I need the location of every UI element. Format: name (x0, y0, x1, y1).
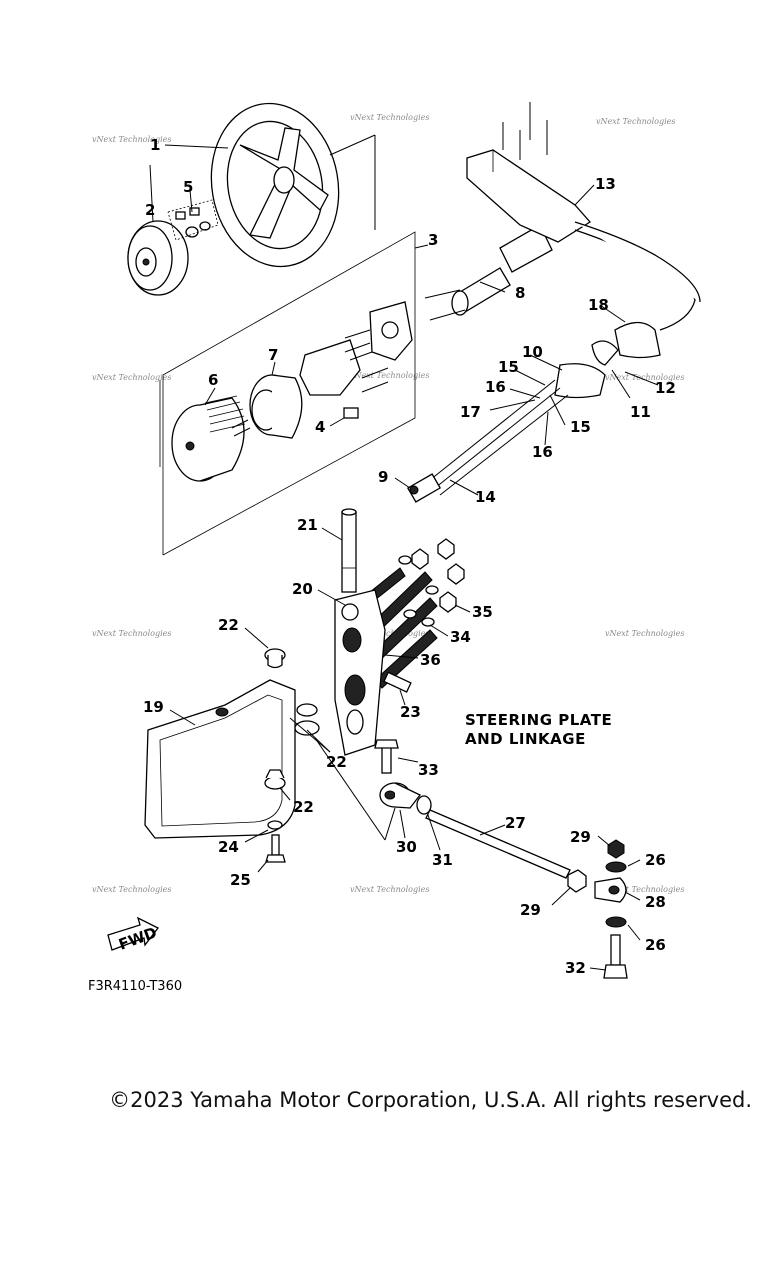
fwd-label: FWD (116, 923, 159, 953)
callout-6: 6 (208, 371, 218, 389)
nuts-washers (398, 538, 465, 627)
title-line-1: STEERING PLATE (465, 711, 612, 729)
callout-15a: 15 (498, 358, 519, 376)
steering-shaft (424, 224, 553, 321)
callout-5: 5 (183, 178, 193, 196)
diagram-title: STEERING PLATE AND LINKAGE (465, 711, 612, 748)
watermark-11: vNext Technologies (350, 885, 429, 894)
callout-30: 30 (396, 838, 417, 856)
helm-bolts (231, 329, 389, 437)
callout-10: 10 (522, 343, 543, 361)
steering-bracket (334, 589, 386, 756)
callout-7: 7 (268, 346, 278, 364)
callout-17: 17 (460, 403, 481, 421)
callout-31: 31 (432, 851, 453, 869)
fwd-arrow: FWD (107, 916, 159, 954)
callout-23: 23 (400, 703, 421, 721)
callout-33: 33 (418, 761, 439, 779)
helm-ring (249, 374, 303, 439)
bolt-23 (383, 671, 412, 693)
callout-26b: 26 (645, 936, 666, 954)
small-bracket (343, 407, 359, 419)
steering-wheel (210, 102, 340, 268)
callout-26a: 26 (645, 851, 666, 869)
callout-28: 28 (645, 893, 666, 911)
tie-rod (425, 809, 571, 879)
helm-housing (299, 301, 413, 396)
watermark-9: vNext Technologies (605, 629, 684, 638)
watermark-3: vNext Technologies (596, 117, 675, 126)
watermark-7: vNext Technologies (92, 629, 171, 638)
callout-1: 1 (150, 136, 160, 154)
cable-boot (591, 321, 661, 366)
remote-control-box (466, 102, 701, 331)
callout-15b: 15 (570, 418, 591, 436)
callout-8: 8 (515, 284, 525, 302)
callout-19: 19 (143, 698, 164, 716)
leader-lines (149, 144, 659, 971)
steering-plate (144, 679, 296, 839)
watermarks: vNext Technologies vNext Technologies vN… (92, 113, 684, 894)
callout-29b: 29 (520, 901, 541, 919)
callout-21: 21 (297, 516, 318, 534)
watermark-10: vNext Technologies (92, 885, 171, 894)
callout-13: 13 (595, 175, 616, 193)
right-rod-end (567, 839, 628, 979)
watermark-4: vNext Technologies (92, 373, 171, 382)
callout-16b: 16 (532, 443, 553, 461)
callout-12: 12 (655, 379, 676, 397)
callout-2: 2 (145, 201, 155, 219)
callout-11: 11 (630, 403, 651, 421)
callout-24: 24 (218, 838, 239, 856)
steering-helm-drum (171, 395, 246, 482)
callout-36: 36 (420, 651, 441, 669)
watermark-1: vNext Technologies (92, 135, 171, 144)
callout-32: 32 (565, 959, 586, 977)
callout-22a: 22 (218, 616, 239, 634)
callout-35: 35 (472, 603, 493, 621)
callout-22b: 22 (326, 753, 347, 771)
callout-20: 20 (292, 580, 313, 598)
callout-9: 9 (378, 468, 388, 486)
watermark-5: vNext Technologies (350, 371, 429, 380)
washer-bolt-24-25 (265, 820, 286, 863)
callout-34: 34 (450, 628, 471, 646)
hub-cap (127, 220, 189, 296)
watermark-6: vNext Technologies (605, 373, 684, 382)
callout-27: 27 (505, 814, 526, 832)
bushings (264, 648, 320, 790)
diagram-code: F3R4110-T360 (88, 979, 182, 994)
exploded-assembly-frame (159, 134, 416, 556)
pivot-pin (341, 508, 357, 593)
watermark-2: vNext Technologies (350, 113, 429, 122)
callout-29a: 29 (570, 828, 591, 846)
callouts: 1 2 3 4 5 6 7 8 9 10 11 12 13 14 15 15 1… (143, 136, 676, 977)
watermark-12: vNext Technologies (605, 885, 684, 894)
copyright-notice: ©2023 Yamaha Motor Corporation, U.S.A. A… (109, 1088, 752, 1112)
nut-washer-set (167, 199, 219, 241)
rod-end-assembly (374, 739, 432, 815)
callout-4: 4 (315, 418, 325, 436)
title-line-2: AND LINKAGE (465, 730, 586, 748)
callout-25: 25 (230, 871, 251, 889)
callout-3: 3 (428, 231, 438, 249)
callout-16a: 16 (485, 378, 506, 396)
callout-22c: 22 (293, 798, 314, 816)
callout-14: 14 (475, 488, 496, 506)
callout-18: 18 (588, 296, 609, 314)
watermark-8: vNext Technologies (350, 629, 429, 638)
